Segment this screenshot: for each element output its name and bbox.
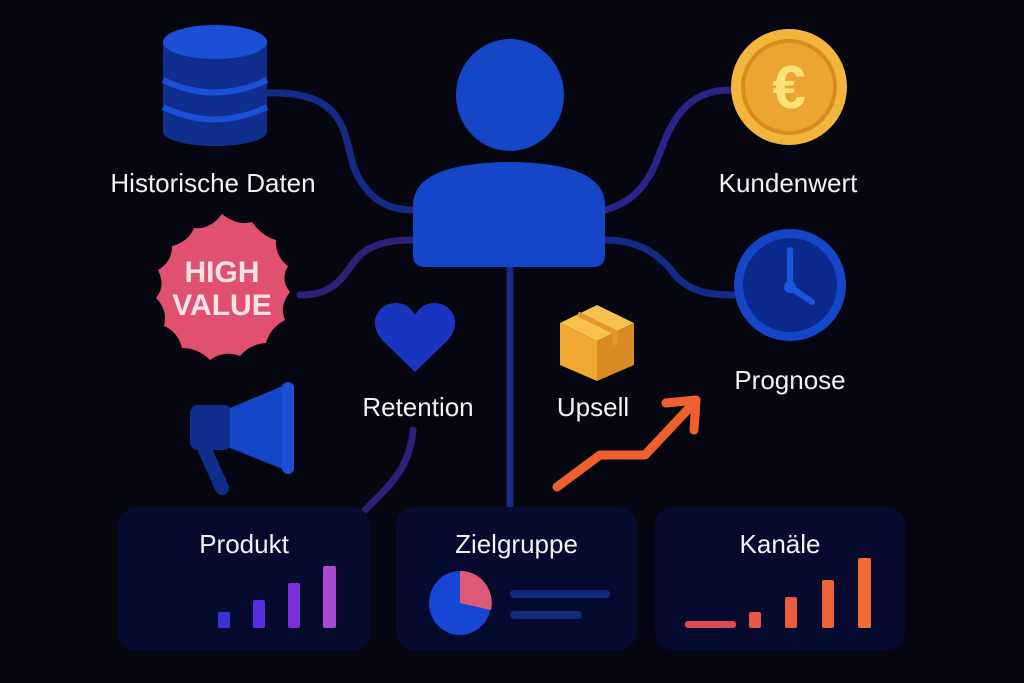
bar	[858, 558, 871, 628]
badge-line1: HIGH	[184, 256, 260, 289]
bar	[785, 597, 797, 628]
badge-text: HIGH VALUE	[172, 256, 271, 322]
legend-line	[510, 590, 610, 598]
audience-pie-chart	[429, 570, 610, 635]
bar	[685, 621, 736, 628]
forecast-label: Prognose	[734, 365, 846, 395]
bar	[253, 600, 265, 628]
clock-icon	[734, 229, 846, 341]
card-audience-title: Zielgruppe	[455, 529, 578, 559]
card-audience[interactable]: Zielgruppe	[396, 507, 637, 650]
legend-line	[510, 611, 582, 619]
channels-bar-chart	[685, 558, 871, 628]
euro-coin-icon: €	[731, 29, 847, 145]
bar	[749, 612, 761, 628]
package-box-icon	[560, 305, 634, 381]
customer-person-icon	[413, 39, 605, 267]
growth-arrow-icon	[552, 395, 701, 492]
heart-icon	[374, 303, 456, 372]
pie-slice-accent	[460, 570, 492, 610]
bar	[822, 580, 834, 628]
historical-data-label: Historische Daten	[110, 168, 316, 198]
megaphone-icon	[190, 382, 294, 495]
connector-badge	[296, 236, 417, 299]
badge-line2: VALUE	[172, 289, 272, 322]
bar	[323, 566, 336, 628]
card-channels[interactable]: Kanäle	[655, 507, 905, 650]
high-value-badge	[156, 214, 290, 360]
retention-label: Retention	[362, 392, 474, 422]
product-bar-chart	[218, 566, 336, 628]
upsell-label: Upsell	[556, 392, 630, 422]
bar	[288, 583, 300, 628]
card-product[interactable]: Produkt	[118, 507, 370, 650]
connector-retention	[361, 426, 417, 514]
database-icon	[161, 25, 269, 146]
connector-forecast	[601, 236, 737, 299]
bar	[218, 612, 230, 628]
connector-data	[263, 89, 417, 214]
card-product-title: Produkt	[199, 529, 289, 559]
connector-value	[601, 86, 734, 214]
customer-value-label: Kundenwert	[718, 168, 858, 198]
svg-text:€: €	[772, 54, 805, 121]
card-channels-title: Kanäle	[739, 529, 821, 559]
